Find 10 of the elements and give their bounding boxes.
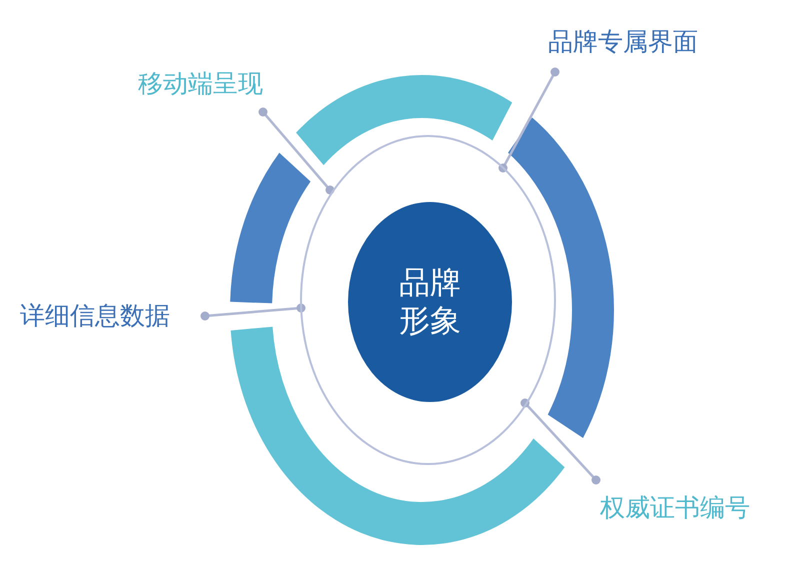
- inner-ring: [300, 135, 556, 465]
- callout-label: 移动端呈现: [138, 68, 263, 100]
- callout-label: 品牌专属界面: [548, 26, 698, 58]
- callout-label: 权威证书编号: [600, 492, 750, 524]
- callout-label: 详细信息数据: [20, 300, 170, 332]
- center-title: 品牌形象: [398, 264, 462, 340]
- leader-line: [200, 304, 306, 320]
- leader-line: [520, 398, 600, 484]
- leader-line: [258, 108, 334, 194]
- leader-line: [498, 68, 560, 172]
